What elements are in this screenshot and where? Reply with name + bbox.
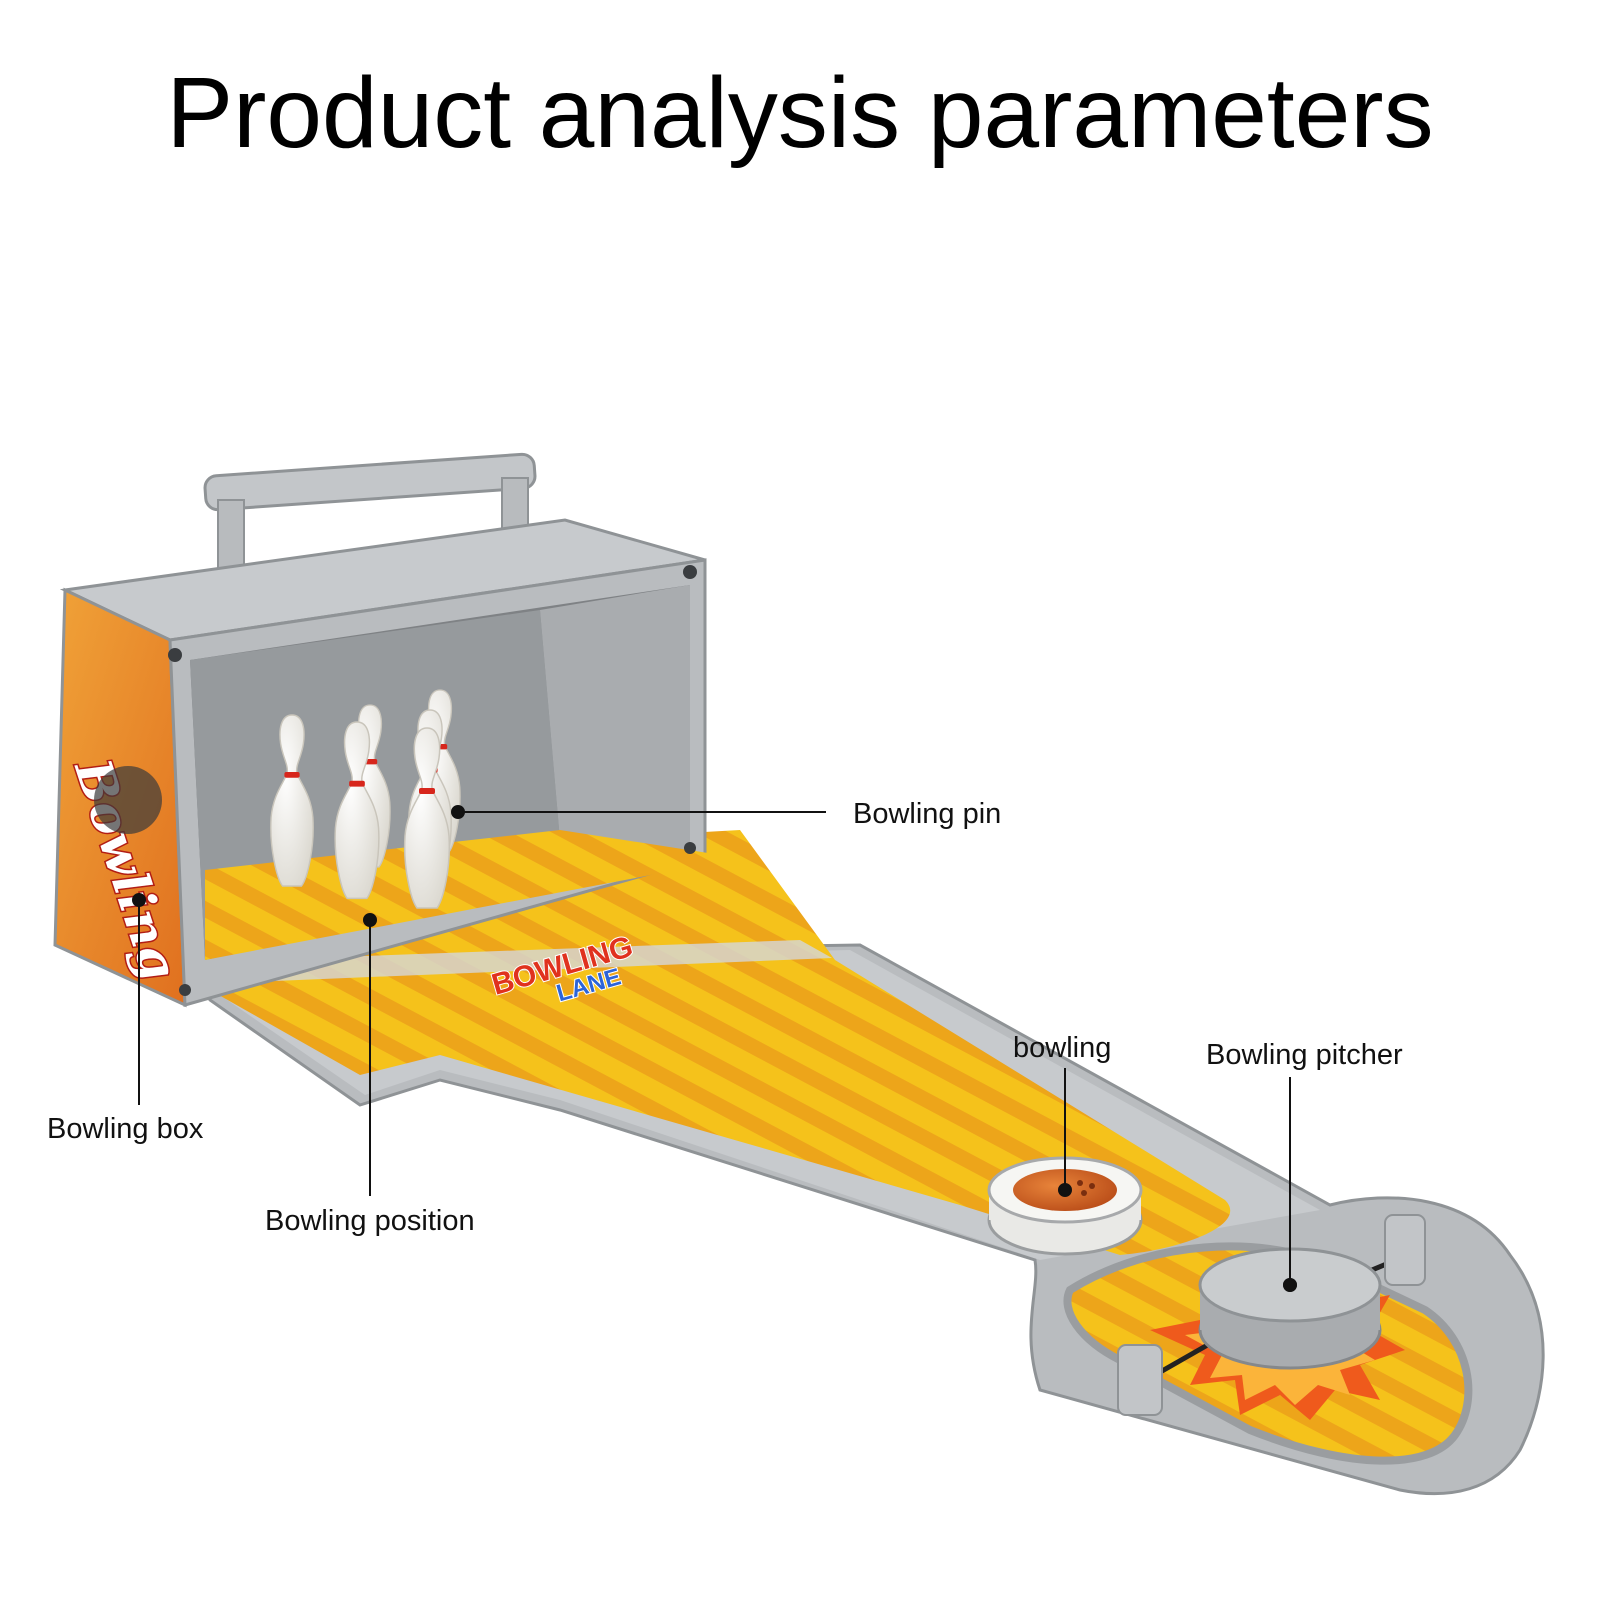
callout-bowling-box: Bowling box xyxy=(47,1113,204,1145)
callout-bowling-position: Bowling position xyxy=(265,1205,475,1237)
callout-bowling-pitcher: Bowling pitcher xyxy=(1206,1039,1403,1071)
callout-bowling: bowling xyxy=(1013,1032,1112,1064)
page-title: Product analysis parameters xyxy=(166,57,1434,169)
bowling-pins xyxy=(270,689,461,909)
bowling-puck xyxy=(987,1156,1143,1256)
callout-bowling-pin: Bowling pin xyxy=(853,798,1002,830)
